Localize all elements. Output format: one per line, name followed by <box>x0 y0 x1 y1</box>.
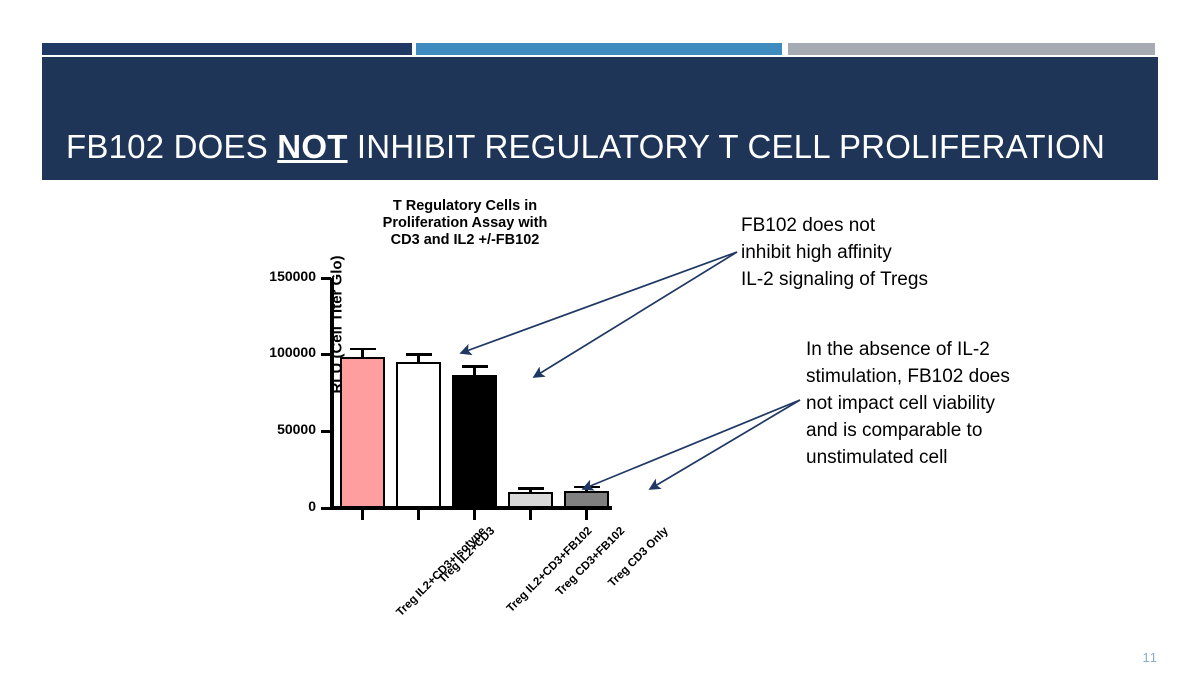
error-bar-3 <box>473 365 476 376</box>
y-axis-tick: 100000 <box>269 344 331 360</box>
slide-number: 11 <box>1142 650 1158 665</box>
error-bar-cap-2 <box>405 353 432 356</box>
error-bar-cap-4 <box>517 487 544 490</box>
annotation-line: unstimulated cell <box>806 447 948 468</box>
bar-5 <box>564 491 609 508</box>
chart-title-line: Proliferation Assay with <box>382 215 548 231</box>
x-axis-tick <box>529 509 532 520</box>
accent-rule-navy <box>42 43 412 55</box>
title-banner: FB102 DOES NOT INHIBIT REGULATORY T CELL… <box>42 57 1158 180</box>
error-bar-cap-3 <box>461 365 488 368</box>
error-bar-1 <box>361 347 364 357</box>
page-title: FB102 DOES NOT INHIBIT REGULATORY T CELL… <box>66 128 1105 166</box>
x-axis-tick <box>473 509 476 520</box>
annotation-line: stimulation, FB102 does <box>806 366 1010 387</box>
y-axis-line <box>330 278 334 509</box>
x-axis-tick <box>585 509 588 520</box>
arrow-to-bar5 <box>648 399 801 490</box>
page-title-suffix: INHIBIT REGULATORY T CELL PROLIFERATION <box>347 128 1105 165</box>
y-axis-tick: 50000 <box>277 421 331 437</box>
page-title-prefix: FB102 DOES <box>66 128 278 165</box>
error-bar-2 <box>417 353 420 362</box>
chart-title: T Regulatory Cells in Proliferation Assa… <box>335 198 595 249</box>
annotation-line: inhibit high affinity <box>741 242 892 263</box>
y-axis-tick: 0 <box>308 498 331 514</box>
x-axis-tick <box>417 509 420 520</box>
bar-2 <box>396 361 441 508</box>
x-axis-tick-label: Treg IL2+CD3 <box>436 525 497 586</box>
page-title-emphasis: NOT <box>277 128 348 165</box>
bar-1 <box>340 356 385 508</box>
bar-chart: T Regulatory Cells in Proliferation Assa… <box>255 198 670 619</box>
y-axis-tick-label: 100000 <box>269 344 316 361</box>
error-bar-cap-1 <box>349 347 376 351</box>
y-axis-tick-label: 0 <box>308 497 316 514</box>
annotation-line: FB102 does not <box>741 215 876 236</box>
chart-title-line: CD3 and IL2 +/-FB102 <box>390 232 540 248</box>
y-axis-tick: 150000 <box>269 268 331 284</box>
y-axis-tick-label: 150000 <box>269 267 316 284</box>
error-bar-cap-5 <box>573 485 600 489</box>
bar-4 <box>508 491 553 508</box>
x-axis-line <box>330 506 612 510</box>
annotation-cell-viability: In the absence of IL-2 stimulation, FB10… <box>806 336 1056 471</box>
y-axis-tick-label: 50000 <box>277 420 316 437</box>
accent-rule-gray <box>788 43 1155 55</box>
annotation-high-affinity: FB102 does not inhibit high affinity IL-… <box>741 212 1001 293</box>
annotation-line: In the absence of IL-2 <box>806 339 990 360</box>
bar-3 <box>452 375 497 508</box>
accent-rule-blue <box>416 43 782 55</box>
annotation-line: not impact cell viability <box>806 393 996 414</box>
x-axis-tick <box>361 509 364 520</box>
annotation-line: and is comparable to <box>806 420 983 441</box>
chart-title-line: T Regulatory Cells in <box>392 198 538 214</box>
annotation-line: IL-2 signaling of Tregs <box>741 269 928 290</box>
